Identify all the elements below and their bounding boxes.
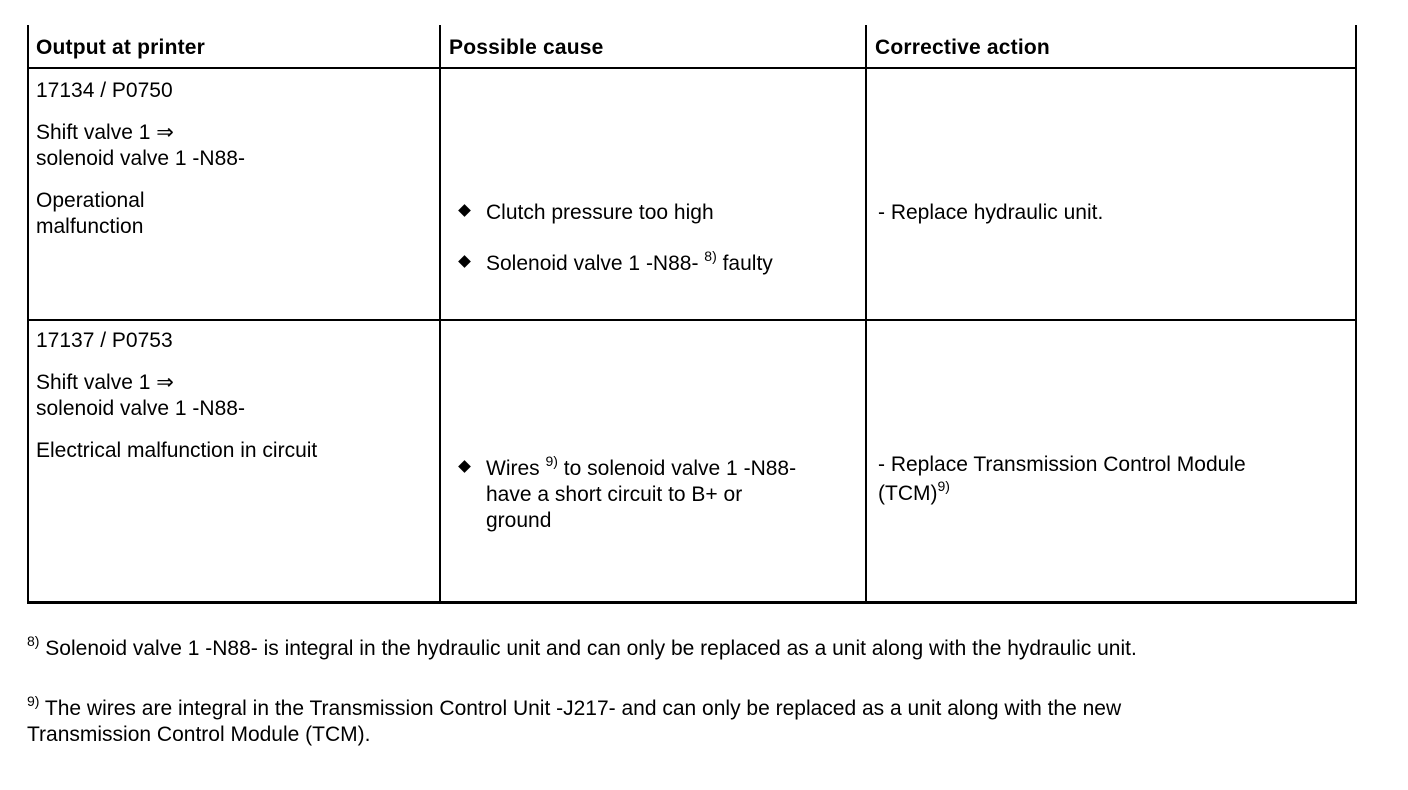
component-line: solenoid valve 1 -N88- bbox=[36, 147, 245, 170]
cause-item: Clutch pressure too high bbox=[457, 200, 714, 226]
footnote: 9) The wires are integral in the Transmi… bbox=[27, 693, 1122, 746]
fault-code: 17137 / P0753 bbox=[36, 329, 173, 352]
cause-item: Solenoid valve 1 -N88- 8) faulty bbox=[457, 248, 773, 277]
row-divider bbox=[27, 319, 1357, 321]
footnote-mark: 9) bbox=[27, 693, 40, 709]
column-divider-2 bbox=[865, 25, 867, 604]
cause-text: Wires 9) to solenoid valve 1 -N88-have a… bbox=[486, 453, 797, 532]
footnote-ref: 9) bbox=[545, 453, 558, 469]
header-possible-cause: Possible cause bbox=[449, 36, 604, 59]
table-border-right bbox=[1355, 25, 1357, 604]
cause-item: Wires 9) to solenoid valve 1 -N88-have a… bbox=[457, 453, 797, 534]
bullet-icon bbox=[458, 460, 471, 473]
header-output-at-printer: Output at printer bbox=[36, 36, 206, 59]
bullet-icon bbox=[458, 204, 471, 217]
footnote-ref: 8) bbox=[704, 248, 717, 264]
component-line: Shift valve 1 ⇒ bbox=[36, 121, 174, 144]
fault-description: Operational bbox=[36, 189, 145, 212]
header-corrective-action: Corrective action bbox=[875, 36, 1050, 59]
fault-description: Electrical malfunction in circuit bbox=[36, 439, 318, 462]
fault-description: malfunction bbox=[36, 215, 144, 238]
footnote: 8) Solenoid valve 1 -N88- is integral in… bbox=[27, 633, 1137, 660]
footnote-mark: 8) bbox=[27, 633, 40, 649]
cause-text: Clutch pressure too high bbox=[486, 201, 714, 224]
column-divider-1 bbox=[439, 25, 441, 604]
header-divider bbox=[27, 67, 1357, 69]
corrective-action-text: - Replace hydraulic unit. bbox=[878, 201, 1104, 224]
footnote-ref: 9) bbox=[937, 478, 950, 494]
table-border-left bbox=[27, 25, 29, 604]
corrective-action-text: - Replace Transmission Control Module(TC… bbox=[878, 453, 1246, 505]
bullet-icon bbox=[458, 255, 471, 268]
fault-code: 17134 / P0750 bbox=[36, 79, 173, 102]
cause-text: Solenoid valve 1 -N88- 8) faulty bbox=[486, 248, 773, 275]
component-line: solenoid valve 1 -N88- bbox=[36, 397, 245, 420]
table-border-bottom bbox=[27, 601, 1357, 604]
component-line: Shift valve 1 ⇒ bbox=[36, 371, 174, 394]
